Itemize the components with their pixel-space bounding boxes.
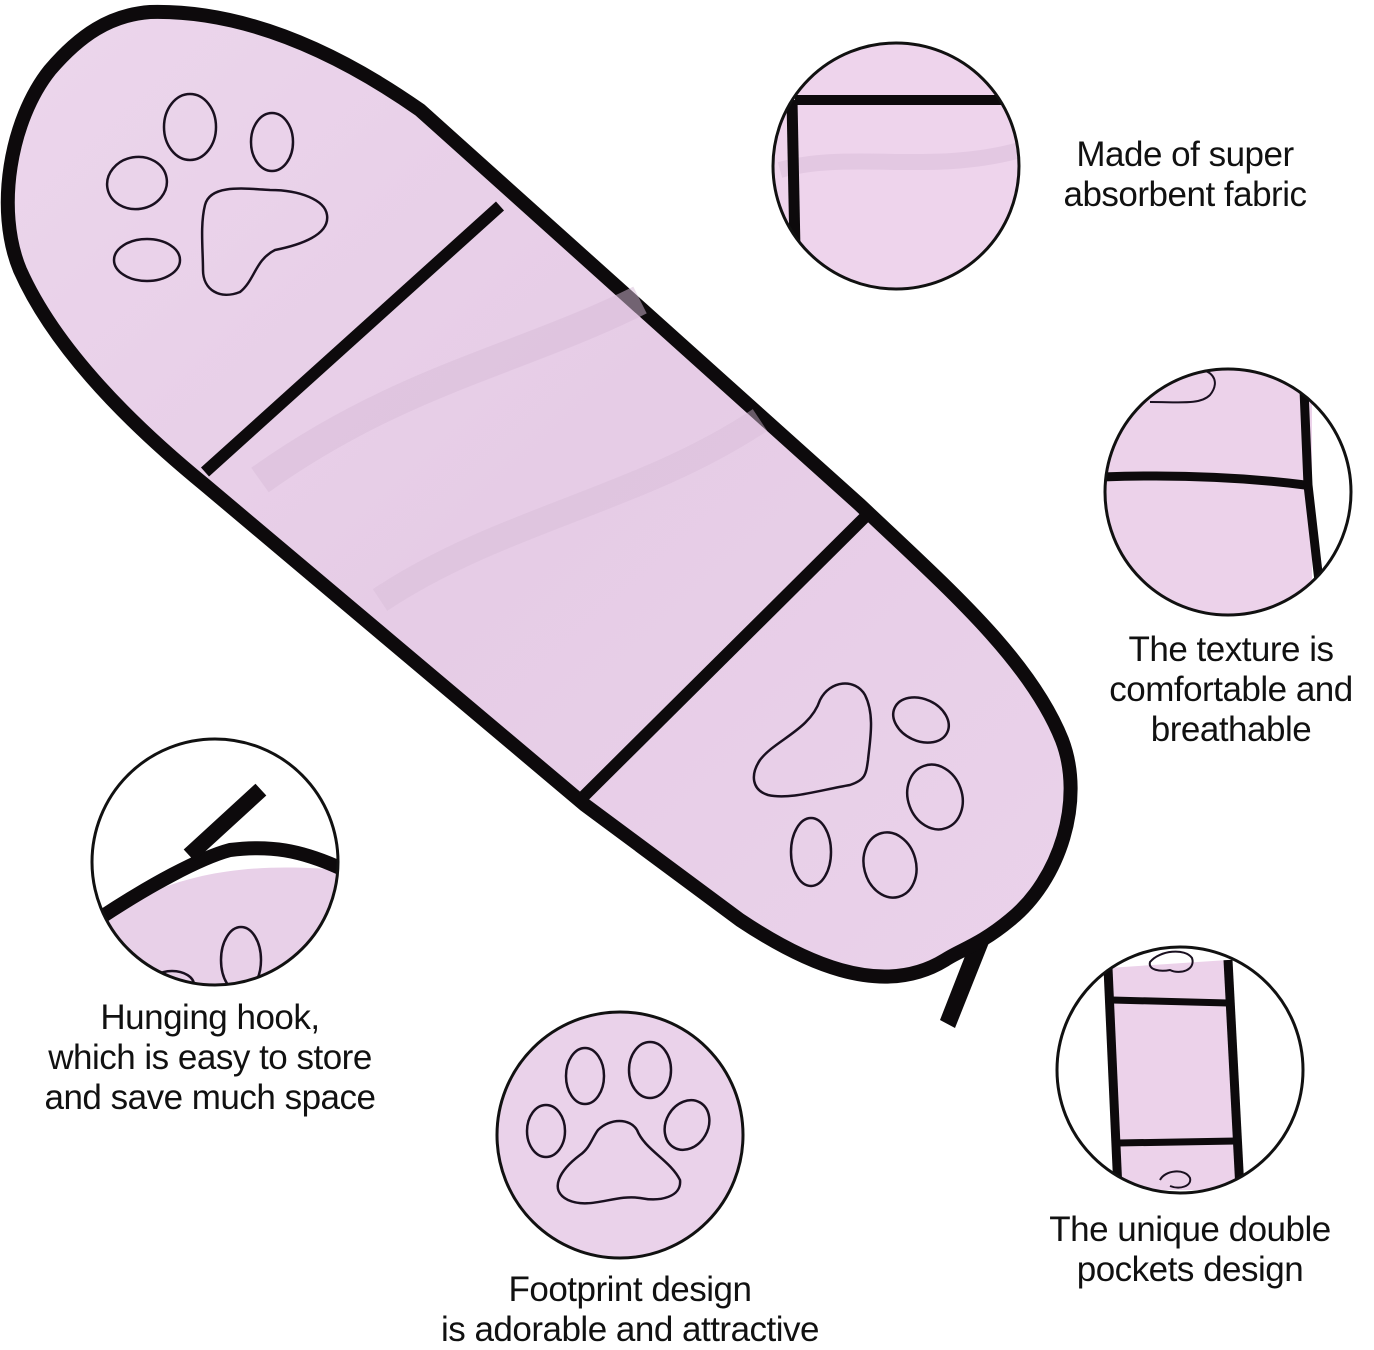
closeup-texture [1103,367,1353,617]
pocket-divider-bottom [575,511,871,805]
towel-body [0,4,1078,984]
closeup-footprint [495,1010,745,1260]
towel [0,4,1078,1028]
paw-print-bottom [752,682,965,899]
caption-texture: The texture is comfortable and breathabl… [1109,630,1353,749]
caption-hook: Hunging hook, which is easy to store and… [44,998,376,1117]
closeup-fabric [771,41,1021,291]
caption-pockets: The unique double pockets design [1049,1210,1331,1289]
closeup-hook [90,737,340,987]
pocket-divider-top [200,201,505,477]
caption-footprint: Footprint design is adorable and attract… [440,1270,820,1349]
paw-print-top [105,92,329,296]
caption-fabric: Made of super absorbent fabric [1063,135,1307,214]
closeup-pockets [1055,945,1305,1195]
